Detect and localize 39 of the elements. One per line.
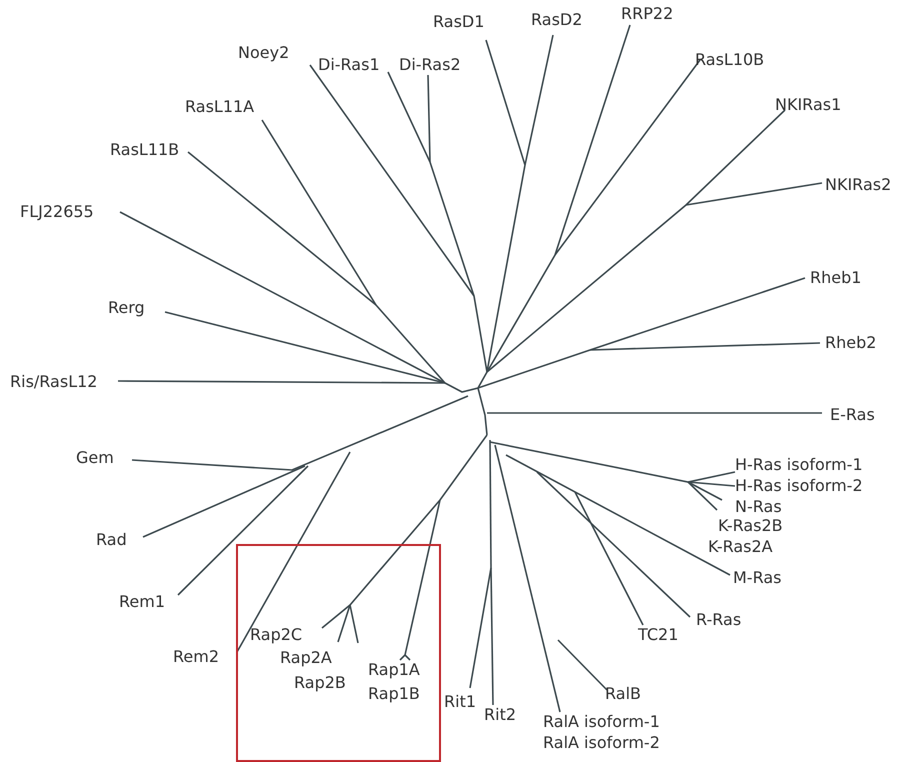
taxon-label: N-Ras <box>735 497 782 517</box>
taxon-label: K-Ras2B <box>718 516 783 536</box>
taxon-label: Di-Ras2 <box>399 55 461 75</box>
taxon-label: RalA isoform-1 <box>543 712 660 732</box>
taxon-label: Rem2 <box>173 647 220 667</box>
taxon-label: Rap2B <box>294 673 346 693</box>
taxon-label: RasL10B <box>695 50 764 70</box>
taxon-label: Rheb1 <box>810 268 862 288</box>
taxon-label: Rerg <box>108 298 145 318</box>
taxon-label: Rap1B <box>368 684 420 704</box>
taxon-label: Rit1 <box>444 692 476 712</box>
taxon-label: M-Ras <box>733 568 782 588</box>
taxon-label: H-Ras isoform-1 <box>735 455 863 475</box>
taxon-label: NKIRas1 <box>775 95 842 115</box>
taxon-label: RasD1 <box>433 12 484 32</box>
taxon-label: H-Ras isoform-2 <box>735 476 863 496</box>
taxon-label: E-Ras <box>830 405 875 425</box>
taxon-label: Rad <box>96 530 127 550</box>
taxon-label: FLJ22655 <box>20 202 94 222</box>
taxon-label: NKIRas2 <box>825 175 892 195</box>
taxon-label: RRP22 <box>621 4 674 24</box>
taxon-label: RasL11A <box>185 97 254 117</box>
taxon-label: RasL11B <box>110 140 180 160</box>
taxon-label: K-Ras2A <box>708 537 773 557</box>
taxon-label: Rem1 <box>119 592 166 612</box>
taxon-label: R-Ras <box>696 610 742 630</box>
taxon-label: Rap2C <box>250 625 302 645</box>
taxon-label: Rap2A <box>280 648 332 668</box>
taxon-label: Di-Ras1 <box>318 55 380 75</box>
taxon-label: Noey2 <box>238 43 290 63</box>
taxon-label: RalA isoform-2 <box>543 733 660 753</box>
taxon-label: TC21 <box>638 625 678 645</box>
taxon-label: Gem <box>76 448 114 468</box>
taxon-label: Rap1A <box>368 660 420 680</box>
taxon-label: Ris/RasL12 <box>10 372 98 392</box>
taxon-label: Rheb2 <box>825 333 876 353</box>
taxon-label: Rit2 <box>484 705 516 725</box>
taxon-label: RalB <box>605 684 641 704</box>
taxon-label: RasD2 <box>531 10 582 30</box>
